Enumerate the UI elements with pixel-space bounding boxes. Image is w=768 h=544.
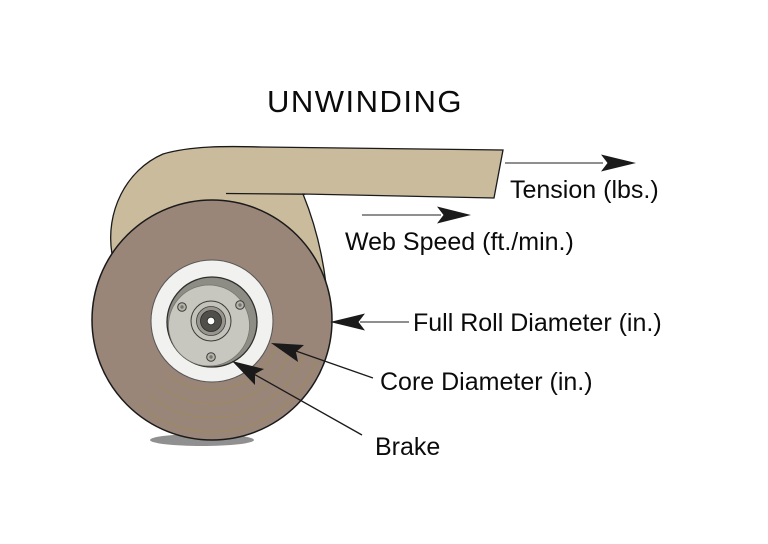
winding-arc [148,353,305,419]
winding-marks [139,343,318,433]
core-label: Core Diameter (in.) [380,368,593,396]
core-leader-line [292,349,374,379]
hub-pin [206,316,216,326]
core-arrowhead-icon [271,343,304,362]
brake-arrowhead-icon [232,361,264,385]
web-speed-callout: Web Speed (ft./min.) [345,206,574,256]
brake-label: Brake [375,433,440,461]
brake-hub [190,300,232,342]
plate-screws [177,300,245,362]
full-roll-label: Full Roll Diameter (in.) [413,309,662,337]
web-speed-arrowhead-icon [437,206,471,224]
full-roll-callout: Full Roll Diameter (in.) [330,309,662,337]
winding-arc [166,343,279,391]
diagram-title: UNWINDING [267,84,463,119]
screw-center [238,303,242,307]
screw-center [180,305,184,309]
screw [206,352,216,362]
screw [235,300,245,310]
web-material [110,145,504,285]
brake-callout: Brake [232,361,440,461]
tension-arrowhead-icon [601,154,636,172]
core-callout: Core Diameter (in.) [271,343,593,396]
web-wrap [110,145,504,285]
web-underside-edge [225,192,306,195]
tension-label: Tension (lbs.) [510,176,659,204]
tension-callout: Tension (lbs.) [505,154,659,204]
screw [177,302,187,312]
winding-arc [157,348,292,405]
screw-center [209,355,213,359]
brake-leader-line [251,372,363,436]
winding-arc [139,358,318,433]
full-roll-arrowhead-icon [330,313,365,331]
web-speed-label: Web Speed (ft./min.) [345,228,574,256]
